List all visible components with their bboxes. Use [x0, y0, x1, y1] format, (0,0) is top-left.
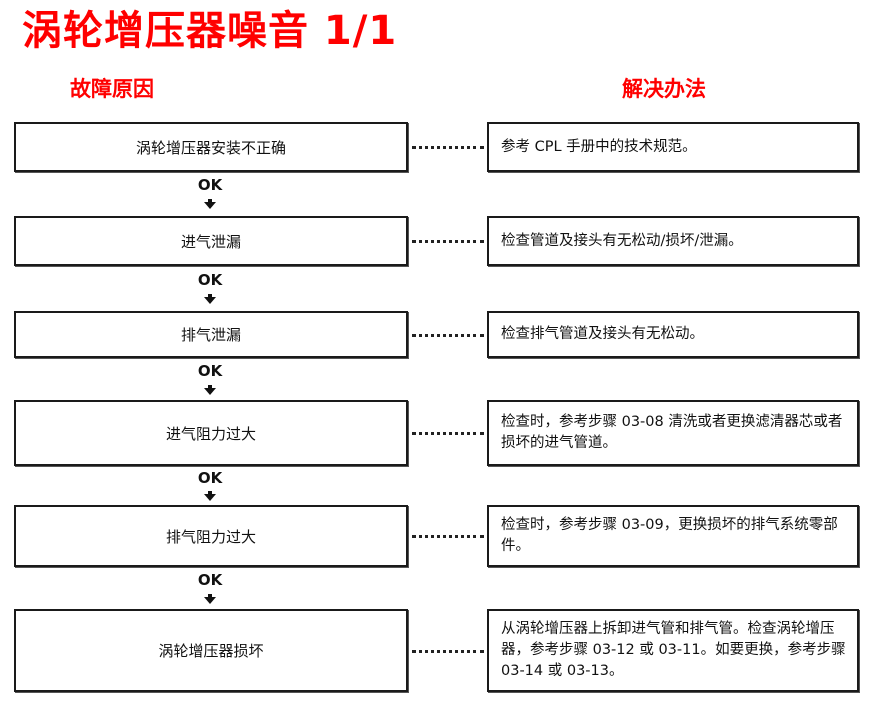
connector-dots-1 [412, 146, 484, 149]
down-arrow-icon [204, 294, 216, 304]
cause-box-6: 涡轮增压器损坏 [14, 609, 408, 692]
fix-box-5: 检查时，参考步骤 03-09，更换损坏的排气系统零部件。 [487, 505, 859, 567]
cause-text-3: 排气泄漏 [180, 326, 241, 344]
cause-text-5: 排气阻力过大 [165, 527, 256, 546]
cause-box-3: 排气泄漏 [14, 311, 408, 358]
fix-text-1: 参考 CPL 手册中的技术规范。 [501, 138, 697, 155]
fix-text-6: 从涡轮增压器上拆卸进气管和排气管。检查涡轮增压器，参考步骤 03-12 或 03… [501, 621, 846, 679]
cause-text-1: 涡轮增压器安装不正确 [135, 138, 286, 157]
fix-box-1: 参考 CPL 手册中的技术规范。 [487, 122, 859, 172]
connector-dots-4 [412, 432, 484, 435]
down-arrow-icon [204, 199, 216, 209]
down-arrow-icon [204, 594, 216, 604]
fix-box-3: 检查排气管道及接头有无松动。 [487, 311, 859, 358]
ok-label-5: OK [197, 571, 223, 589]
connector-dots-3 [412, 334, 484, 337]
fix-text-4: 检查时，参考步骤 03-08 清洗或者更换滤清器芯或者损坏的进气管道。 [501, 414, 843, 451]
column-header-fix: 解决办法 [622, 77, 706, 101]
connector-dots-6 [412, 650, 484, 653]
cause-box-5: 排气阻力过大 [14, 505, 408, 567]
connector-dots-5 [412, 535, 484, 538]
cause-text-4: 进气阻力过大 [165, 424, 256, 443]
down-arrow-icon [204, 491, 216, 501]
down-arrow-icon [204, 385, 216, 395]
cause-box-4: 进气阻力过大 [14, 400, 408, 466]
cause-box-2: 进气泄漏 [14, 216, 408, 266]
page-title: 涡轮增压器噪音 1/1 [22, 8, 398, 54]
ok-label-1: OK [197, 176, 223, 194]
cause-text-2: 进气泄漏 [180, 232, 241, 251]
fix-box-6: 从涡轮增压器上拆卸进气管和排气管。检查涡轮增压器，参考步骤 03-12 或 03… [487, 609, 859, 692]
ok-label-2: OK [197, 271, 223, 289]
column-header-cause: 故障原因 [70, 77, 154, 101]
fix-box-4: 检查时，参考步骤 03-08 清洗或者更换滤清器芯或者损坏的进气管道。 [487, 400, 859, 466]
connector-dots-2 [412, 240, 484, 243]
ok-label-4: OK [197, 469, 223, 487]
cause-box-1: 涡轮增压器安装不正确 [14, 122, 408, 172]
fix-text-3: 检查排气管道及接头有无松动。 [501, 326, 704, 342]
fix-box-2: 检查管道及接头有无松动/损坏/泄漏。 [487, 216, 859, 266]
ok-label-3: OK [197, 362, 223, 380]
cause-text-6: 涡轮增压器损坏 [158, 642, 264, 660]
fix-text-5: 检查时，参考步骤 03-09，更换损坏的排气系统零部件。 [501, 517, 838, 554]
fix-text-2: 检查管道及接头有无松动/损坏/泄漏。 [501, 232, 743, 249]
